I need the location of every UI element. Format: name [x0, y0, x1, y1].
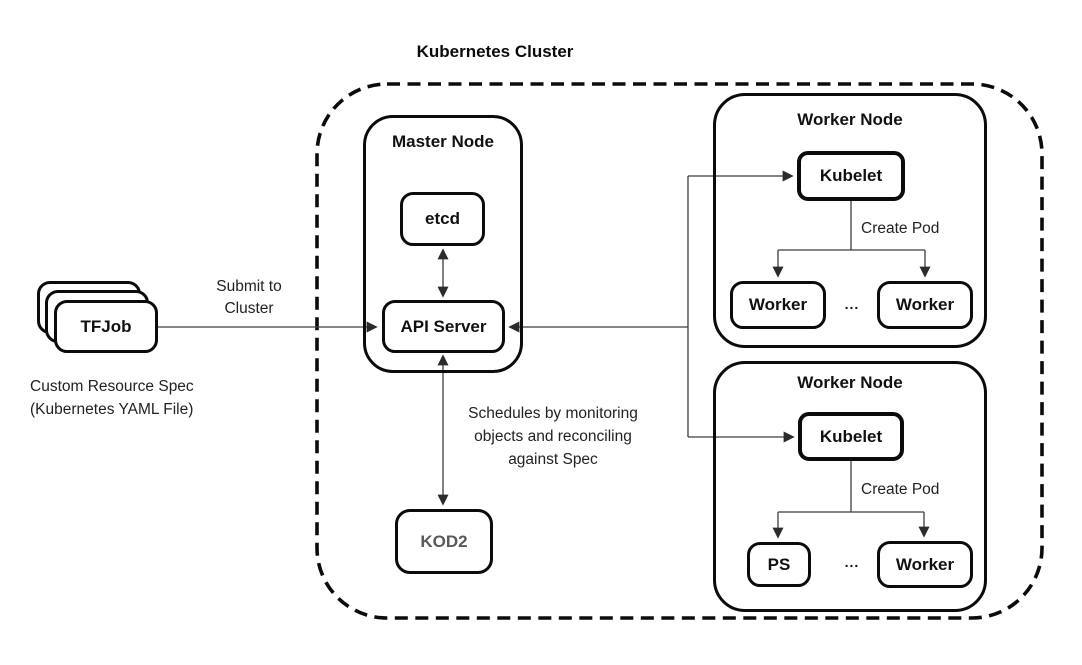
api-server-box: API Server [382, 300, 505, 353]
worker-pod-2b-box: Worker [877, 541, 973, 588]
etcd-box: etcd [400, 192, 485, 246]
master-node-box [363, 115, 523, 373]
tfjob-caption: Custom Resource Spec (Kubernetes YAML Fi… [30, 375, 240, 421]
tfjob-box: TFJob [54, 300, 158, 353]
caption-line-1: Custom Resource Spec [30, 378, 194, 395]
worker-pod-1a-box: Worker [730, 281, 826, 329]
worker-node-2-title: Worker Node [797, 373, 903, 392]
worker-node-2-box [713, 361, 987, 612]
worker-node-1-box [713, 93, 987, 348]
worker-pod-1b-box: Worker [877, 281, 973, 329]
schedules-line-2: objects and reconciling [474, 428, 632, 445]
cluster-boundary [315, 82, 1044, 620]
create-pod-2-label: Create Pod [861, 481, 940, 498]
submit-line-1: Submit to [216, 278, 282, 295]
create-pod-1-label: Create Pod [861, 220, 940, 237]
worker-node-2-ellipsis: ... [844, 554, 860, 570]
worker-node-1-ellipsis: ... [844, 296, 860, 312]
worker-node-1-title: Worker Node [797, 110, 903, 129]
schedules-annotation: Schedules by monitoring objects and reco… [447, 402, 659, 471]
caption-line-2: (Kubernetes YAML File) [30, 401, 194, 418]
schedules-line-3: against Spec [508, 451, 598, 468]
schedules-line-1: Schedules by monitoring [468, 405, 638, 422]
submit-to-cluster-label: Submit to Cluster [195, 276, 303, 320]
ps-pod-box: PS [747, 542, 811, 587]
cluster-title: Kubernetes Cluster [416, 42, 574, 61]
master-node-title: Master Node [391, 132, 495, 151]
kubelet-1-box: Kubelet [797, 151, 905, 201]
submit-line-2: Cluster [224, 300, 274, 317]
kubelet-2-box: Kubelet [798, 412, 904, 461]
kod2-box: KOD2 [395, 509, 493, 574]
